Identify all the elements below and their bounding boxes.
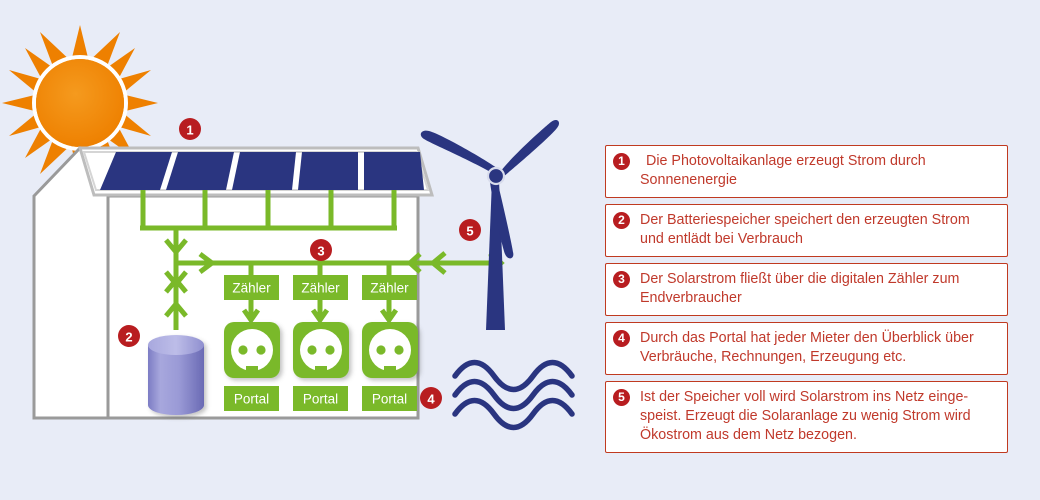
panel-wiring (140, 190, 397, 231)
water-waves-icon (452, 359, 575, 431)
portal-label: Portal (372, 392, 407, 407)
diagram-marker-1: 1 (179, 118, 201, 140)
marker-number: 3 (317, 244, 324, 259)
legend-badge-2: 2 (613, 212, 630, 229)
marker-number: 5 (466, 224, 473, 239)
legend-badge-4: 4 (613, 330, 630, 347)
meter-wiring (241, 263, 399, 325)
power-socket-icon (293, 322, 349, 378)
diagram-marker-3: 3 (310, 239, 332, 261)
power-socket-icon (224, 322, 280, 378)
marker-number: 4 (427, 392, 435, 407)
legend-item-3: 3 Der Solarstrom fließt über die digital… (605, 263, 1008, 316)
solar-panel-icon (100, 152, 424, 190)
legend-text-2: Der Batteriespeicher speichert den erzeu… (640, 212, 970, 247)
meter-label: Zähler (232, 281, 271, 296)
power-socket-group (224, 322, 418, 378)
meter-label: Zähler (370, 281, 409, 296)
legend-badge-5: 5 (613, 389, 630, 406)
legend-item-2: 2 Der Batteriespeicher speichert den erz… (605, 204, 1008, 257)
legend-item-5: 5 Ist der Speicher voll wird Solarstrom … (605, 381, 1008, 453)
legend-text-5: Ist der Speicher voll wird Solarstrom in… (640, 389, 971, 443)
legend-item-4: 4 Durch das Portal hat jeder Mieter den … (605, 322, 1008, 375)
legend-list: 1 Die Photovoltaikanlage erzeugt Strom d… (605, 145, 1008, 453)
wind-turbine-icon (420, 119, 560, 330)
battery-storage-icon (148, 335, 204, 415)
meter-label: Zähler (301, 281, 340, 296)
diagram-marker-5: 5 (459, 219, 481, 241)
legend-text-4: Durch das Portal hat jeder Mieter den Üb… (640, 330, 974, 365)
portal-boxes: Portal Portal Portal (224, 386, 417, 411)
power-socket-icon (362, 322, 418, 378)
diagram-marker-2: 2 (118, 325, 140, 347)
energy-flow-diagram: Zähler Zähler Zähler (2, 25, 575, 431)
marker-number: 1 (186, 123, 193, 138)
sun-icon (2, 25, 158, 182)
legend-text-3: Der Solarstrom fließt über die digitalen… (640, 271, 960, 306)
portal-label: Portal (303, 392, 338, 407)
legend-text-1: Die Photovoltaikanlage erzeugt Strom dur… (640, 153, 926, 188)
legend-badge-3: 3 (613, 271, 630, 288)
diagram-marker-4: 4 (420, 387, 442, 409)
legend-badge-1: 1 (613, 153, 630, 170)
portal-label: Portal (234, 392, 269, 407)
marker-number: 2 (125, 330, 132, 345)
meter-boxes: Zähler Zähler Zähler (224, 275, 417, 300)
legend-item-1: 1 Die Photovoltaikanlage erzeugt Strom d… (605, 145, 1008, 198)
